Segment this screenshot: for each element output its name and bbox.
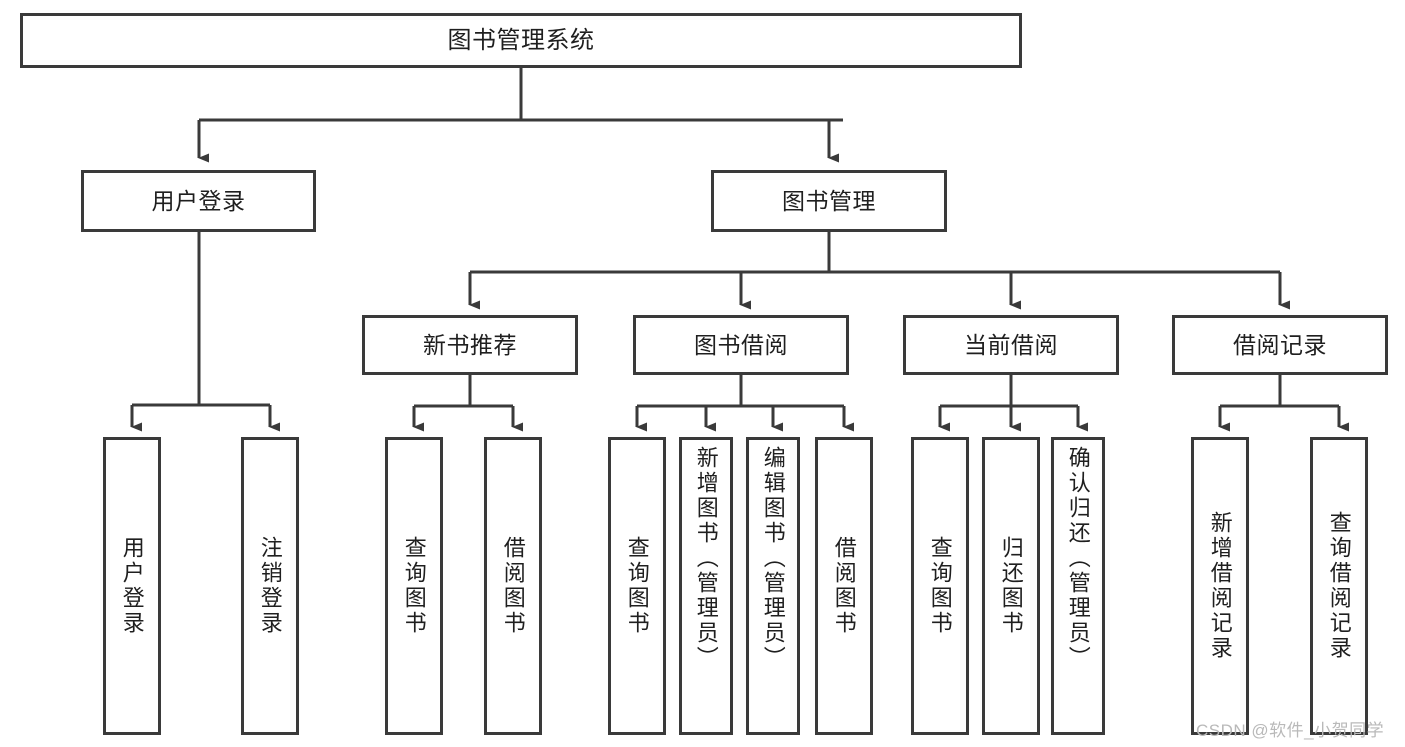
node-new-book-recommend[interactable]: 新书推荐 (362, 315, 578, 375)
leaf-query-book-current-label: 查询图书 (927, 536, 953, 636)
node-book-management[interactable]: 图书管理 (711, 170, 947, 232)
leaf-confirm-return-admin-label: 确认归还（管理员） (1065, 446, 1091, 671)
leaf-query-borrow-record-label: 查询借阅记录 (1326, 511, 1352, 661)
leaf-query-book-recommend[interactable]: 查询图书 (385, 437, 443, 735)
leaf-logout-label: 注销登录 (257, 536, 283, 636)
node-current-borrow[interactable]: 当前借阅 (903, 315, 1119, 375)
leaf-query-book-borrow-label: 查询图书 (624, 536, 650, 636)
leaf-add-borrow-record[interactable]: 新增借阅记录 (1191, 437, 1249, 735)
leaf-edit-book-admin[interactable]: 编辑图书（管理员） (746, 437, 800, 735)
leaf-query-book-borrow[interactable]: 查询图书 (608, 437, 666, 735)
node-current-borrow-label: 当前借阅 (964, 331, 1058, 358)
node-root[interactable]: 图书管理系统 (20, 13, 1022, 68)
leaf-query-book-current[interactable]: 查询图书 (911, 437, 969, 735)
node-root-label: 图书管理系统 (447, 26, 595, 54)
node-book-borrow[interactable]: 图书借阅 (633, 315, 849, 375)
leaf-user-login-label: 用户登录 (119, 536, 145, 636)
node-new-book-recommend-label: 新书推荐 (423, 331, 517, 358)
node-borrow-record-label: 借阅记录 (1233, 331, 1327, 358)
leaf-add-book-admin[interactable]: 新增图书（管理员） (679, 437, 733, 735)
leaf-borrow-book-recommend[interactable]: 借阅图书 (484, 437, 542, 735)
node-user-login-label: 用户登录 (151, 187, 246, 214)
leaf-borrow-book[interactable]: 借阅图书 (815, 437, 873, 735)
leaf-add-borrow-record-label: 新增借阅记录 (1207, 511, 1233, 661)
leaf-user-login[interactable]: 用户登录 (103, 437, 161, 735)
node-user-login[interactable]: 用户登录 (81, 170, 316, 232)
csdn-watermark: CSDN @软件_小贺同学 (1196, 721, 1385, 740)
leaf-return-book-label: 归还图书 (998, 536, 1024, 636)
leaf-borrow-book-recommend-label: 借阅图书 (500, 536, 526, 636)
leaf-query-borrow-record[interactable]: 查询借阅记录 (1310, 437, 1368, 735)
leaf-edit-book-admin-label: 编辑图书（管理员） (760, 446, 786, 671)
leaf-return-book[interactable]: 归还图书 (982, 437, 1040, 735)
node-book-management-label: 图书管理 (782, 187, 876, 214)
leaf-borrow-book-label: 借阅图书 (831, 536, 857, 636)
leaf-confirm-return-admin[interactable]: 确认归还（管理员） (1051, 437, 1105, 735)
node-book-borrow-label: 图书借阅 (694, 331, 788, 358)
leaf-query-book-recommend-label: 查询图书 (401, 536, 427, 636)
leaf-add-book-admin-label: 新增图书（管理员） (693, 446, 719, 671)
node-borrow-record[interactable]: 借阅记录 (1172, 315, 1388, 375)
leaf-logout[interactable]: 注销登录 (241, 437, 299, 735)
